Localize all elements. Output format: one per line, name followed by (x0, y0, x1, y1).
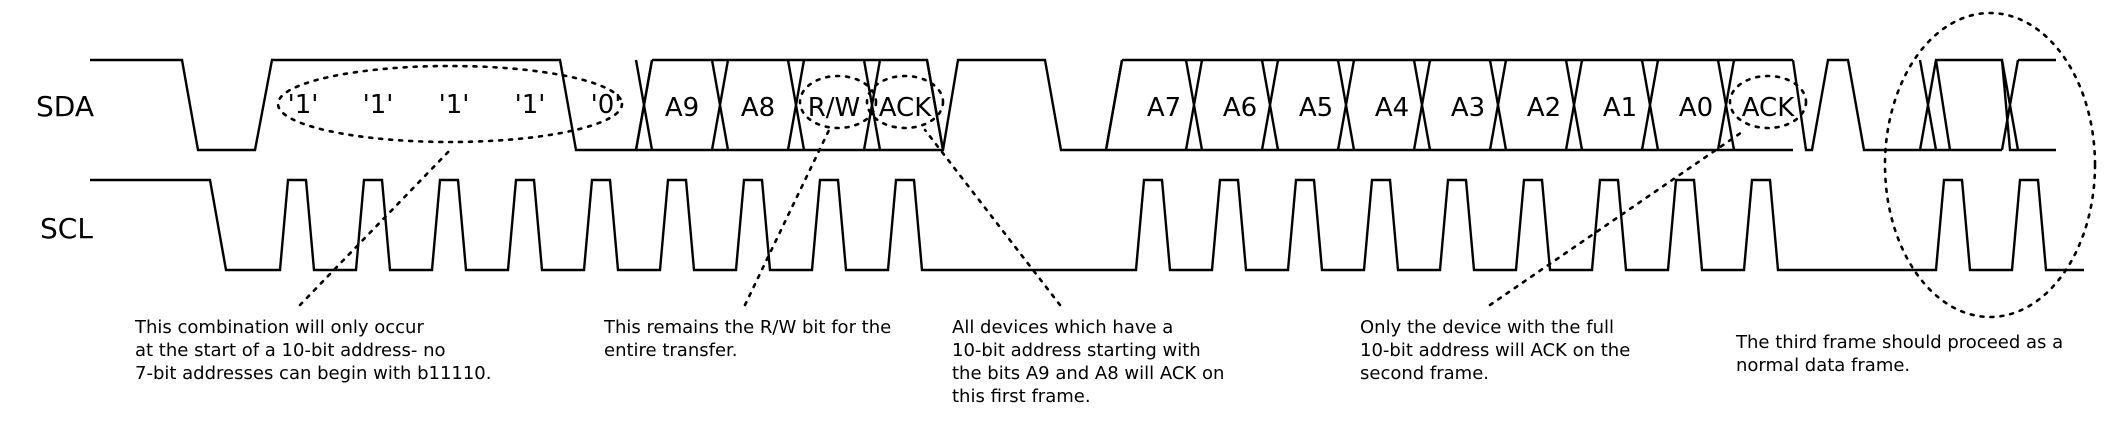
ellipse-ack-frame1 (865, 74, 945, 130)
ellipse-third-frame (1883, 11, 2097, 319)
ellipse-1111-bits (276, 64, 624, 144)
ellipse-ack-frame2 (1728, 74, 1808, 130)
annotation-third-frame: The third frame should proceed as a norm… (1735, 332, 2069, 376)
bit-label: '1' (363, 90, 394, 120)
scl-waveform (90, 178, 2084, 272)
sda-waveform (90, 58, 2056, 152)
bit-label: A8 (741, 93, 775, 123)
bit-label: '0' (591, 90, 622, 120)
annotation-1111: This combination will only occur at the … (134, 317, 491, 384)
bit-label: A7 (1147, 93, 1181, 123)
annotation-rw: This remains the R/W bit for the entire … (603, 317, 897, 361)
bit-label: A4 (1375, 93, 1409, 123)
bit-label: A1 (1603, 93, 1637, 123)
sda-third-frame (1918, 58, 2056, 152)
sda-crossings-frame2 (1104, 59, 1736, 151)
annotations: This combination will only occur at the … (134, 317, 2069, 407)
sda-segment-end (1791, 58, 1936, 152)
scl-label: SCL (40, 212, 93, 245)
pointer-rw (743, 126, 832, 307)
pointer-ack1 (923, 128, 1062, 307)
highlight-ellipses (276, 11, 2097, 319)
bit-label: '1' (439, 90, 470, 120)
sda-bit-labels: '1' '1' '1' '1' '0' A9 A8 R/W ACK A7 A6 … (288, 90, 1796, 123)
bit-label: A9 (665, 93, 699, 123)
bit-label: R/W (808, 93, 861, 123)
sda-segment-mid (927, 58, 1124, 152)
bit-label: ACK (879, 93, 932, 123)
sda-segment-start (90, 58, 654, 152)
annotation-ack2: Only the device with the full 10-bit add… (1360, 317, 1636, 384)
sda-crossings-frame1 (634, 59, 945, 151)
bit-label: A2 (1527, 93, 1561, 123)
ellipse-rw-bit (798, 74, 878, 130)
bit-label: A3 (1451, 93, 1485, 123)
bit-label: A6 (1223, 93, 1257, 123)
sda-label: SDA (36, 90, 94, 123)
bit-label: '1' (288, 90, 319, 120)
bit-label: A5 (1299, 93, 1333, 123)
sda-bit-rails-frame2 (1106, 58, 1793, 152)
bit-label: A0 (1679, 93, 1713, 123)
bit-label: '1' (515, 90, 546, 120)
bit-label: ACK (1742, 93, 1795, 123)
annotation-ack1: All devices which have a 10-bit address … (952, 317, 1230, 407)
pointer-lines (298, 126, 1747, 307)
pointer-ack2 (1488, 128, 1747, 307)
pointer-1111 (298, 146, 454, 307)
